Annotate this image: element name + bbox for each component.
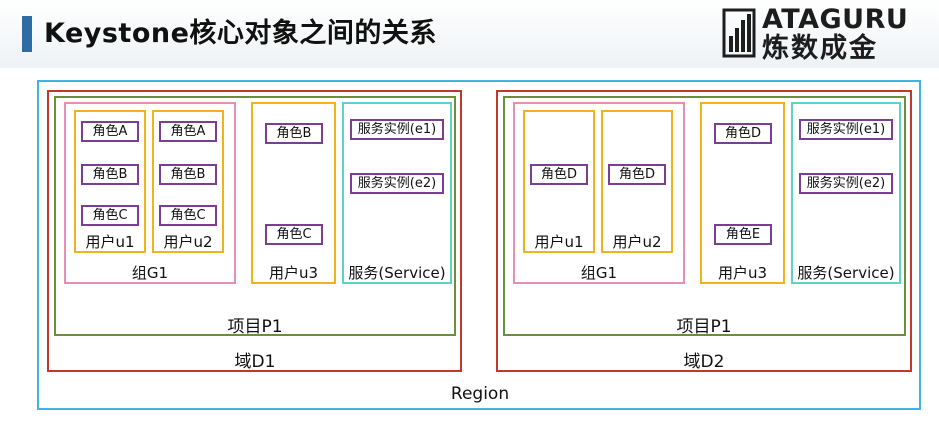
project-d1-box [54, 96, 456, 336]
service-instance-d1-e1: 服务实例(e1) [350, 119, 444, 140]
page-title: Keystone核心对象之间的关系 [44, 18, 437, 49]
role-d1-u2-b: 角色B [159, 164, 217, 185]
group-d2-box [513, 102, 685, 284]
user-d1-u1-label: 用户u1 [85, 233, 135, 251]
role-d1-u2-c: 角色C [159, 205, 217, 226]
role-d1-u2-a: 角色A [159, 121, 217, 142]
user-d1-u2-box [152, 110, 224, 253]
service-d1-label: 服务(Service) [348, 264, 446, 282]
group-d1-box [64, 102, 236, 284]
group-d2-label: 组G1 [580, 264, 618, 282]
user-d2-u3-box [700, 102, 785, 284]
service-instance-d2-e1: 服务实例(e1) [799, 119, 893, 140]
logo-bars-icon [722, 8, 756, 58]
project-d2-label: 项目P1 [676, 317, 732, 337]
domain-d1-box [47, 90, 462, 372]
user-d2-u2-box [601, 110, 673, 253]
header-bar [0, 0, 939, 68]
role-d2-u1-d: 角色D [530, 164, 588, 185]
role-d2-u3-d: 角色D [714, 123, 772, 144]
region-label: Region [450, 384, 510, 404]
role-d1-u3-b: 角色B [265, 123, 323, 144]
user-d1-u3-label: 用户u3 [268, 264, 319, 282]
user-d2-u3-label: 用户u3 [717, 264, 768, 282]
service-d2-label: 服务(Service) [797, 264, 895, 282]
logo-text-chinese: 炼数成金 [762, 33, 878, 64]
role-d1-u1-c: 角色C [81, 205, 139, 226]
role-d1-u3-c: 角色C [265, 224, 323, 245]
user-d2-u2-label: 用户u2 [612, 233, 662, 251]
service-instance-d2-e2: 服务实例(e2) [799, 173, 893, 194]
user-d1-u2-label: 用户u2 [163, 233, 213, 251]
project-d2-box [503, 96, 906, 336]
role-d1-u1-a: 角色A [81, 121, 139, 142]
service-instance-d1-e2: 服务实例(e2) [350, 173, 444, 194]
domain-d2-box [496, 90, 912, 372]
user-d2-u1-label: 用户u1 [534, 233, 584, 251]
ataguru-logo: ATAGURU 炼数成金 [722, 4, 908, 64]
region-box [37, 80, 921, 410]
title-accent-bar [22, 16, 32, 52]
project-d1-label: 项目P1 [227, 317, 283, 337]
role-d2-u3-e: 角色E [714, 224, 772, 245]
group-d1-label: 组G1 [131, 264, 169, 282]
user-d2-u1-box [523, 110, 595, 253]
service-d2-box [791, 102, 901, 284]
logo-text-ataguru: ATAGURU [762, 4, 909, 35]
role-d1-u1-b: 角色B [81, 164, 139, 185]
service-d1-box [342, 102, 452, 284]
role-d2-u2-d: 角色D [608, 164, 666, 185]
user-d1-u3-box [251, 102, 336, 284]
user-d1-u1-box [74, 110, 146, 253]
domain-d2-label: 域D2 [683, 352, 725, 372]
domain-d1-label: 域D1 [234, 352, 276, 372]
